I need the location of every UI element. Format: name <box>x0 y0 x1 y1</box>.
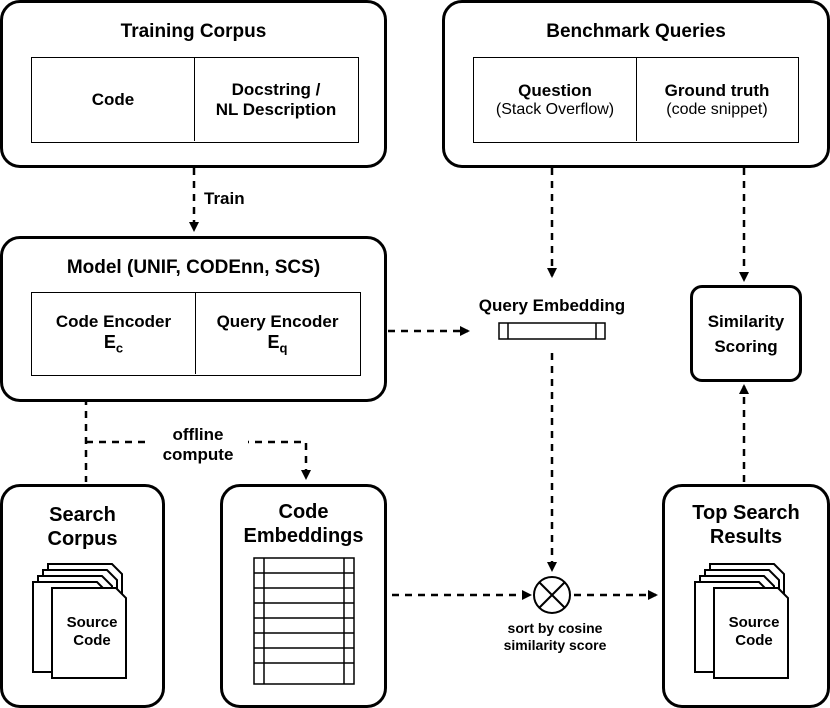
similarity-scoring-label: Similarity Scoring <box>707 312 785 356</box>
cosine-sort-operator-icon <box>533 576 571 614</box>
result-document-stack-icon <box>694 563 789 679</box>
code-encoder-symbol: Ec <box>103 331 124 356</box>
encoder-table: Code Encoder Ec Query Encoder Eq <box>31 292 361 376</box>
query-encoder-symbol: Eq <box>267 331 288 356</box>
training-corpus-description-cell: Docstring / NL Description <box>195 58 357 141</box>
sort-by-cosine-label: sort by cosine similarity score <box>503 620 607 653</box>
ground-truth-cell: Ground truth (code snippet) <box>637 58 797 141</box>
training-corpus-table: Code Docstring / NL Description <box>31 57 359 143</box>
model-box: Model (UNIF, CODEnn, SCS) Code Encoder E… <box>0 236 387 402</box>
train-label: Train <box>204 189 245 208</box>
benchmark-queries-title: Benchmark Queries <box>546 21 726 42</box>
offline-compute-label: offline compute <box>148 425 248 466</box>
nl-description-label: NL Description <box>215 99 337 119</box>
source-code-document-stack-icon <box>32 563 127 679</box>
training-corpus-box: Training Corpus Code Docstring / NL Desc… <box>0 0 387 168</box>
top-results-doc-label: Source Code <box>728 614 780 649</box>
ground-truth-source: (code snippet) <box>666 100 768 118</box>
code-embeddings-title: Code Embeddings <box>243 501 364 547</box>
search-corpus-title: Search Corpus <box>47 504 118 550</box>
code-encoder-label: Code Encoder <box>55 311 172 331</box>
search-corpus-doc-label: Source Code <box>66 614 118 649</box>
code-encoder-cell: Code Encoder Ec <box>32 293 196 374</box>
training-corpus-title: Training Corpus <box>120 21 267 42</box>
code-label: Code <box>91 89 135 109</box>
question-source: (Stack Overflow) <box>495 100 615 118</box>
question-label: Question <box>518 80 592 100</box>
model-title: Model (UNIF, CODEnn, SCS) <box>66 257 321 278</box>
query-encoder-cell: Query Encoder Eq <box>196 293 359 374</box>
query-embedding-vector <box>498 322 606 340</box>
question-cell: Question (Stack Overflow) <box>474 58 637 141</box>
benchmark-table: Question (Stack Overflow) Ground truth (… <box>473 57 799 143</box>
similarity-scoring-box: Similarity Scoring <box>690 285 802 382</box>
code-embeddings-matrix <box>253 557 355 685</box>
ground-truth-label: Ground truth <box>664 80 770 100</box>
training-corpus-code-cell: Code <box>32 58 195 141</box>
query-encoder-label: Query Encoder <box>216 311 339 331</box>
benchmark-queries-box: Benchmark Queries Question (Stack Overfl… <box>442 0 830 168</box>
query-embedding-label: Query Embedding <box>478 296 626 315</box>
top-search-results-title: Top Search Results <box>692 502 800 548</box>
docstring-label: Docstring / <box>231 79 321 99</box>
